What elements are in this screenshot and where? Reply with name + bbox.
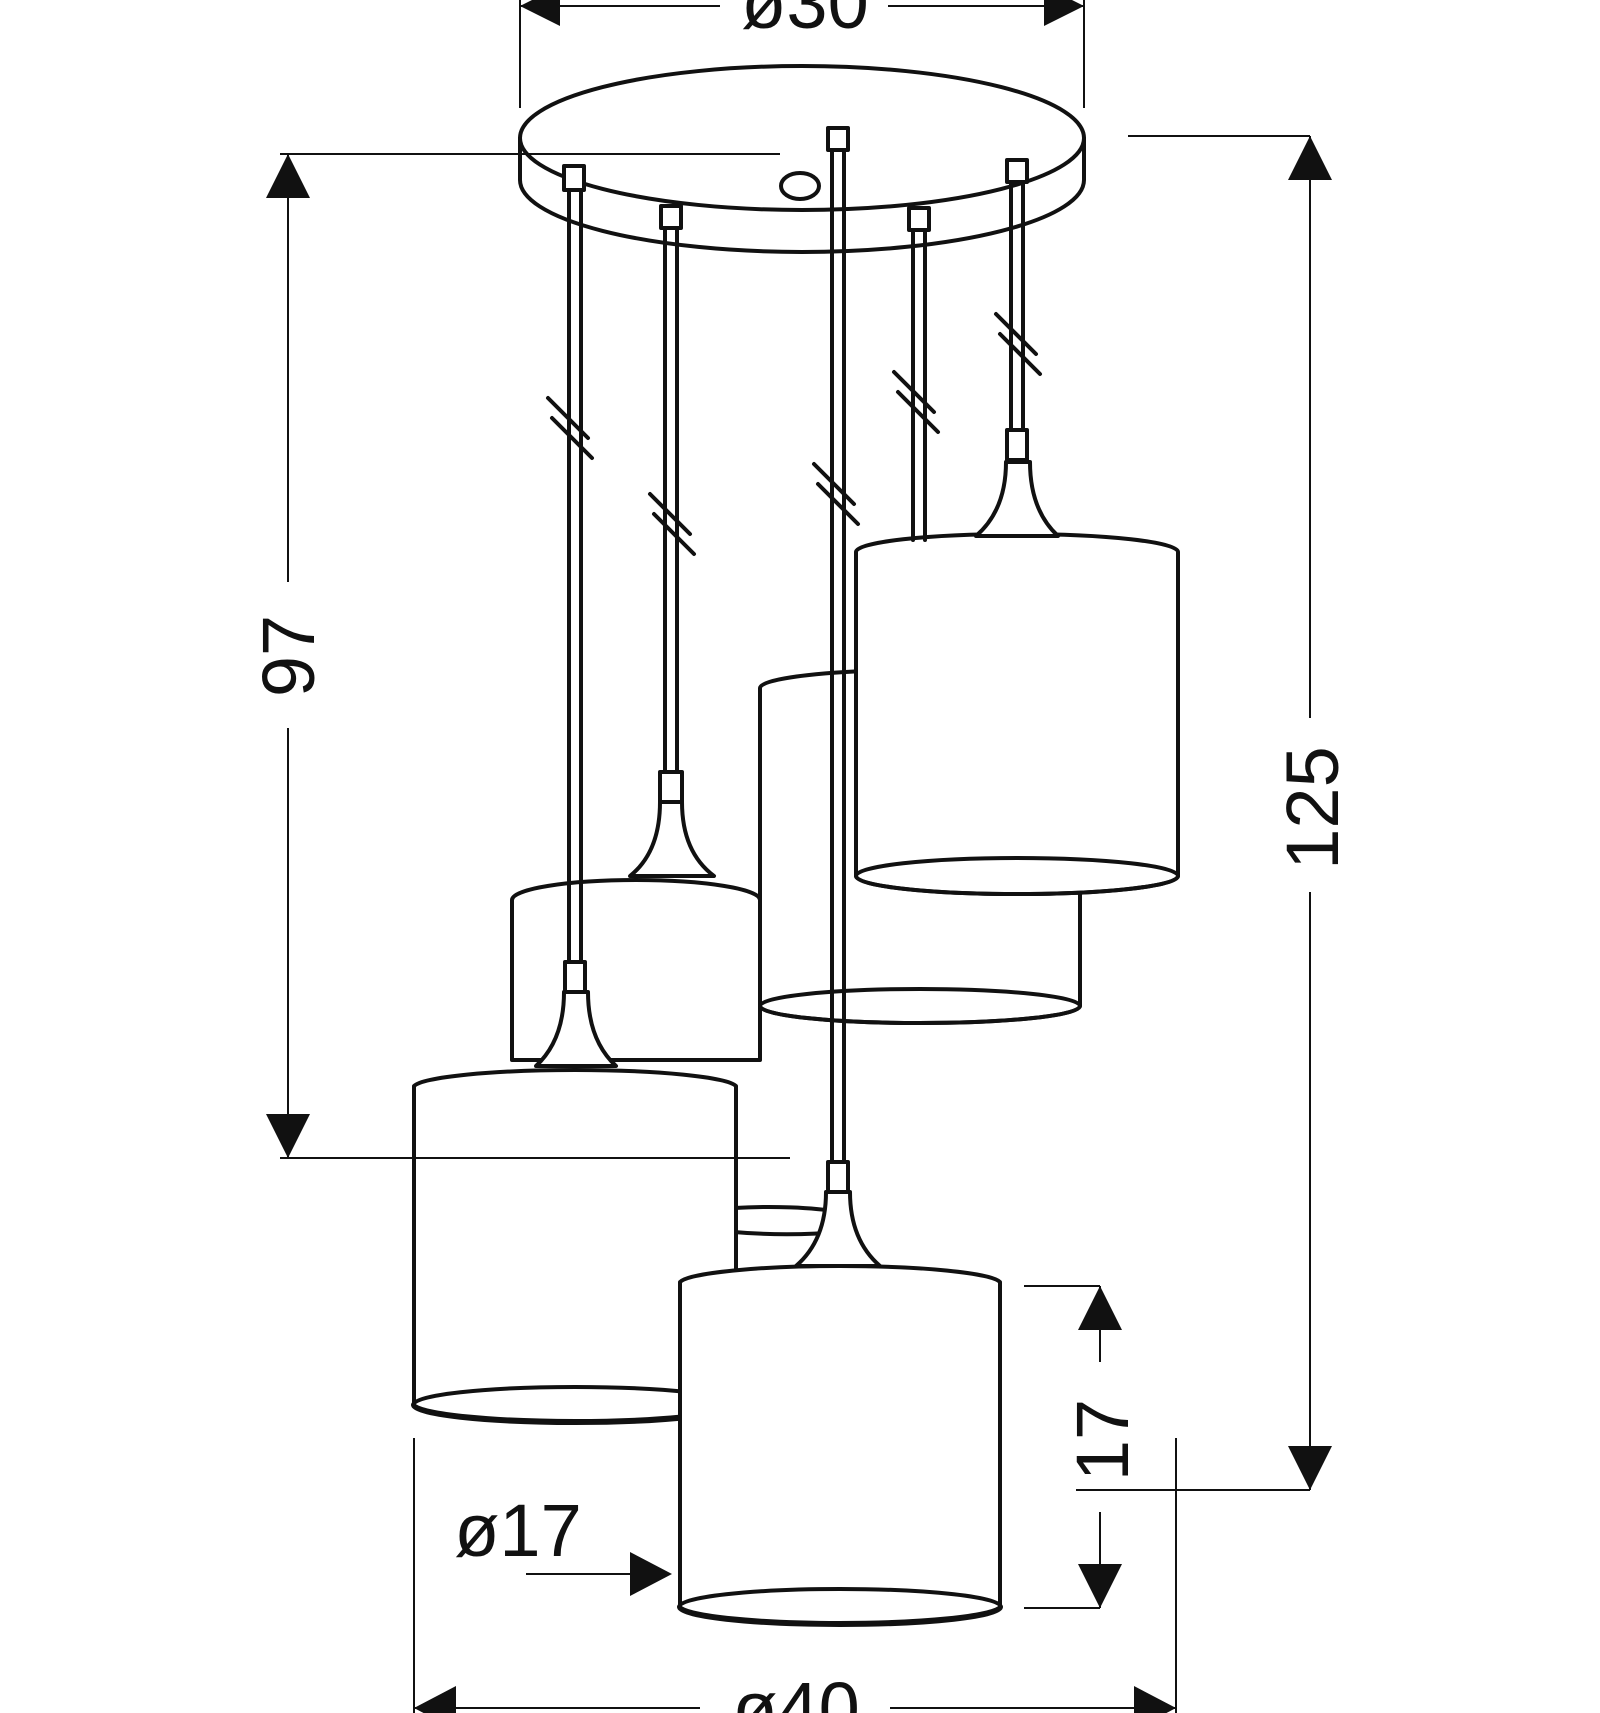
drop-height-dimension: 97 <box>247 153 790 1159</box>
total-height-label: 125 <box>1271 746 1354 869</box>
ceiling-canopy <box>518 64 1086 254</box>
shade-diameter-label: ø17 <box>454 1489 582 1572</box>
shade-height-label: 17 <box>1061 1399 1144 1481</box>
total-height-dimension: 125 <box>1076 135 1354 1491</box>
total-diameter-dimension: ø40 <box>413 1438 1177 1713</box>
shade-height-dimension: 17 <box>1024 1285 1144 1609</box>
canopy-diameter-label: ø30 <box>741 0 869 44</box>
suspension-cables <box>562 126 1029 1164</box>
drop-height-label: 97 <box>247 615 330 697</box>
shade-diameter-dimension: ø17 <box>454 1489 672 1596</box>
cable-break-marks <box>546 312 1042 556</box>
lamp-shade-back-left <box>510 878 762 1062</box>
canopy-diameter-dimension: ø30 <box>519 0 1085 108</box>
lamp-shade-bottom-center <box>677 1160 1003 1627</box>
lamp-shade-top-right <box>854 428 1180 896</box>
total-diameter-label: ø40 <box>732 1667 860 1713</box>
